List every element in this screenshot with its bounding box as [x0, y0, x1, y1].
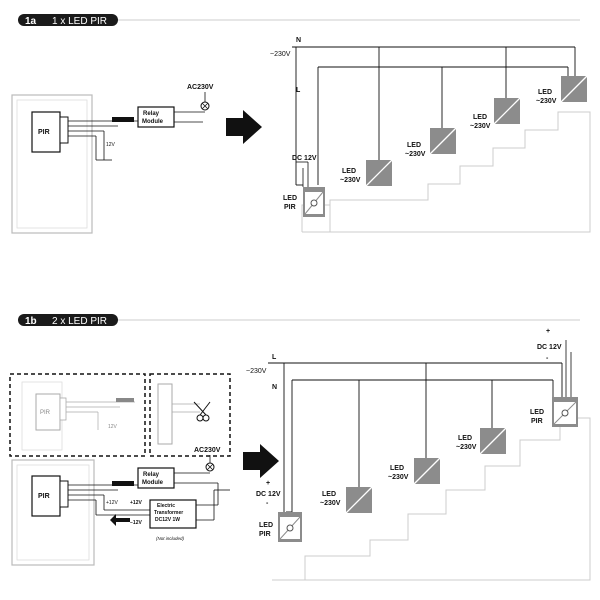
section-1b-existing: PIR 12V — [9, 373, 231, 457]
led-label-b3: LED — [458, 435, 472, 442]
led-lamp — [365, 159, 393, 187]
relay-module — [137, 106, 175, 128]
led-pir-top-label-2: PIR — [531, 418, 543, 425]
pir-sensor-dot — [310, 199, 318, 207]
led-pir-bottom-label-2: PIR — [259, 531, 271, 538]
section-1b-badge: 1b — [25, 316, 37, 327]
led-label-2: LED — [407, 142, 421, 149]
section-1a-control: PIR 12V Relay Module AC230V — [11, 84, 214, 234]
v12-label: 12V — [106, 142, 116, 148]
plus12-label-left: +12V — [106, 500, 118, 506]
led-pir-lamp — [303, 187, 325, 217]
minus-sign-top: - — [546, 355, 549, 362]
pir-label-faded: PIR — [40, 410, 51, 416]
led-label-4: LED — [538, 89, 552, 96]
l-label-2: L — [272, 354, 277, 361]
arrow-left-icon — [110, 514, 130, 526]
plus12-label-right: +12V — [130, 500, 142, 506]
led-voltage-3: ~230V — [470, 123, 491, 130]
section-1a-badge: 1a — [25, 16, 37, 27]
scissors-icon — [193, 401, 211, 422]
led-lamp — [413, 457, 441, 485]
relay-label-2b: Module — [142, 480, 164, 486]
led-voltage-b3: ~230V — [456, 444, 477, 451]
led-label-b2: LED — [390, 465, 404, 472]
led-lamp — [493, 97, 521, 125]
minus-sign-bottom: - — [266, 500, 269, 507]
led-voltage-b1: ~230V — [320, 500, 341, 507]
transformer-note: (Not included) — [156, 536, 185, 541]
plus-sign-top: + — [546, 328, 550, 335]
led-label-1: LED — [342, 168, 356, 175]
ac-label-2: AC230V — [194, 447, 221, 454]
l-voltage-2: ~230V — [246, 368, 267, 375]
section-1b-control: PIR +12V Relay Module AC230V Electric Tr… — [11, 447, 230, 566]
pir-label: PIR — [38, 129, 50, 136]
relay-label-1: Relay — [143, 111, 160, 117]
dashed-box-left — [9, 373, 146, 457]
dc-label-top: DC 12V — [537, 344, 562, 351]
n-label-2: N — [272, 384, 277, 391]
dashed-box-right — [149, 373, 231, 457]
section-1b-staircase: L ~230V N + DC 12V - LED PIR + DC 12V - … — [246, 328, 591, 581]
connector-block — [112, 117, 134, 122]
led-lamp — [345, 486, 373, 514]
led-lamp — [560, 75, 588, 103]
section-1a-header: 1a 1 x LED PIR — [18, 14, 580, 27]
v12-label-faded: 12V — [108, 424, 118, 430]
transformer-label-2: Transformer — [154, 510, 183, 516]
led-lamp — [429, 127, 457, 155]
pir-sensor — [31, 111, 61, 153]
led-voltage-b2: ~230V — [388, 474, 409, 481]
relay-label-2: Module — [142, 119, 164, 125]
led-voltage-4: ~230V — [536, 98, 557, 105]
n-voltage: ~230V — [270, 51, 291, 58]
minus12-label: −12V — [130, 520, 142, 526]
led-pir-top-label-1: LED — [530, 409, 544, 416]
pir-label-2: PIR — [38, 493, 50, 500]
section-1a-staircase: N ~230V L DC 12V LED PIR LED — [270, 37, 591, 233]
led-pir-bottom-label-1: LED — [259, 522, 273, 529]
section-1a-title: 1 x LED PIR — [52, 16, 107, 27]
led-pir-label-2: PIR — [284, 204, 296, 211]
section-1b-title: 2 x LED PIR — [52, 316, 107, 327]
plus-sign-bottom: + — [266, 480, 270, 487]
pir-sensor-dot — [561, 409, 569, 417]
transformer-label-1: Electric — [157, 503, 175, 509]
led-voltage-2: ~230V — [405, 151, 426, 158]
l-label: L — [296, 87, 301, 94]
dc-label-bottom: DC 12V — [256, 491, 281, 498]
dc-label: DC 12V — [292, 155, 317, 162]
transformer-box — [149, 499, 197, 529]
led-voltage-1: ~230V — [340, 177, 361, 184]
led-pir-label-1: LED — [283, 195, 297, 202]
led-label-3: LED — [473, 114, 487, 121]
relay-label-2a: Relay — [143, 472, 160, 478]
pir-sensor-dot — [286, 524, 294, 532]
n-label: N — [296, 37, 301, 44]
arrow-icon — [226, 110, 262, 144]
led-pir-lamp-bottom — [278, 512, 302, 542]
wall-panel-outer — [11, 94, 93, 234]
section-1b-header: 1b 2 x LED PIR — [18, 314, 580, 327]
arrow-icon-2 — [243, 444, 279, 478]
led-lamp — [479, 427, 507, 455]
led-label-b1: LED — [322, 491, 336, 498]
relay-module-2 — [137, 467, 175, 489]
transformer-label-3: DC12V 1W — [155, 517, 180, 523]
led-pir-lamp-top — [552, 397, 578, 427]
ac-label: AC230V — [187, 84, 214, 91]
pir-sensor-2 — [31, 475, 61, 517]
